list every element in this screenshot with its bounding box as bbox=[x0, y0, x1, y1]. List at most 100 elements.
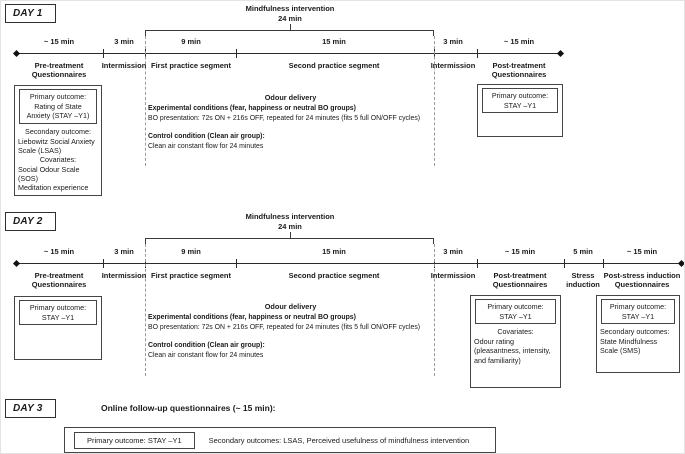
timeline-tick bbox=[603, 259, 605, 268]
day1-secondary-outcome-heading: Secondary outcome: bbox=[25, 127, 91, 137]
day1-seg-pretreatment: Pre-treatment Questionnaires bbox=[31, 61, 87, 80]
day2-odour-dashed-right bbox=[434, 244, 435, 376]
day2-time-first-practice: 9 min bbox=[181, 247, 201, 256]
day3-secondary-outcomes-text: Secondary outcomes: LSAS, Perceived usef… bbox=[208, 435, 470, 445]
day2-seg-first-practice: First practice segment bbox=[150, 271, 232, 280]
day1-bracket-stem bbox=[289, 24, 291, 30]
day2-odour-delivery-block: Odour delivery Experimental conditions (… bbox=[148, 302, 433, 361]
day2-posttreatment-outcomes-box: Primary outcome: STAY –Y1 Covariates: Od… bbox=[470, 295, 561, 388]
day2-poststress-primary-outcome-box: Primary outcome: STAY –Y1 bbox=[601, 299, 675, 325]
day1-label-box: DAY 1 bbox=[5, 4, 56, 23]
timeline-tick bbox=[477, 259, 479, 268]
day2-time-posttreatment: ~ 15 min bbox=[504, 247, 536, 256]
day2-covariates-text: Odour rating (pleasantness, intensity, a… bbox=[474, 336, 551, 365]
day2-odour-control-heading: Control condition (Clean air group): bbox=[148, 341, 265, 349]
timeline-tick bbox=[103, 259, 105, 268]
day2-start-marker-icon bbox=[12, 259, 21, 268]
day2-poststress-primary-outcome-text: Primary outcome: STAY –Y1 bbox=[609, 302, 667, 321]
day1-posttreatment-outcomes-box: Primary outcome: STAY –Y1 bbox=[477, 84, 563, 137]
day2-seg-posttreatment: Post-treatment Questionnaires bbox=[492, 271, 548, 290]
day2-label: DAY 2 bbox=[13, 216, 43, 227]
day2-poststress-outcomes-box: Primary outcome: STAY –Y1 Secondary outc… bbox=[596, 295, 680, 373]
day1-seg-posttreatment: Post-treatment Questionnaires bbox=[491, 61, 547, 80]
day1-mindfulness-title: Mindfulness intervention bbox=[245, 4, 335, 13]
day2-time-pretreatment: ~ 15 min bbox=[43, 247, 75, 256]
day2-time-intermission1: 3 min bbox=[114, 247, 134, 256]
timeline-tick bbox=[477, 49, 479, 58]
day3-outcomes-box: Primary outcome: STAY –Y1 Secondary outc… bbox=[64, 427, 496, 453]
day2-primary-outcome-box: Primary outcome: STAY –Y1 bbox=[19, 300, 97, 326]
day2-seg-pretreatment: Pre-treatment Questionnaires bbox=[31, 271, 87, 290]
day2-seg-second-practice: Second practice segment bbox=[288, 271, 380, 280]
day1-seg-intermission2: Intermission bbox=[430, 61, 476, 70]
day1-odour-control-text: Clean air constant flow for 24 minutes bbox=[148, 142, 264, 150]
day1-covariate-sos: Social Odour Scale (SOS) bbox=[18, 164, 80, 183]
day1-seg-intermission1: Intermission bbox=[101, 61, 147, 70]
day1-odour-dashed-left bbox=[145, 36, 146, 166]
day2-odour-dashed-left bbox=[145, 244, 146, 376]
day1-seg-first-practice: First practice segment bbox=[150, 61, 232, 70]
timeline-tick bbox=[236, 49, 238, 58]
timeline-tick bbox=[103, 49, 105, 58]
day2-bracket-stem bbox=[289, 232, 291, 238]
day2-seg-intermission1: Intermission bbox=[101, 271, 147, 280]
day2-bracket bbox=[145, 238, 434, 244]
day1-primary-outcome-text: Primary outcome: Rating of State Anxiety… bbox=[26, 92, 90, 121]
day1-seg-second-practice: Second practice segment bbox=[288, 61, 380, 70]
day1-covariate-meditation: Meditation experience bbox=[18, 183, 89, 193]
day1-odour-dashed-right bbox=[434, 36, 435, 166]
day1-odour-experimental-text: BO presentation: 72s ON + 216s OFF, repe… bbox=[148, 115, 421, 123]
day3-label-box: DAY 3 bbox=[5, 399, 56, 418]
day2-seg-stress: Stress induction bbox=[566, 271, 600, 290]
day2-timeline bbox=[16, 263, 682, 265]
day1-mindfulness-header: Mindfulness intervention 24 min bbox=[246, 4, 335, 24]
day1-post-primary-outcome-box: Primary outcome: STAY –Y1 bbox=[482, 88, 558, 114]
day1-time-intermission2: 3 min bbox=[443, 37, 463, 46]
day2-time-second-practice: 15 min bbox=[322, 247, 346, 256]
day2-odour-title: Odour delivery bbox=[264, 302, 317, 311]
day1-odour-experimental-heading: Experimental conditions (fear, happiness… bbox=[148, 105, 356, 113]
day2-covariates-heading: Covariates: bbox=[497, 327, 534, 337]
day2-time-stress: 5 min bbox=[573, 247, 593, 256]
day2-mindfulness-duration: 24 min bbox=[278, 222, 302, 232]
day2-label-box: DAY 2 bbox=[5, 212, 56, 231]
day1-odour-control-heading: Control condition (Clean air group): bbox=[148, 132, 265, 140]
day1-odour-title: Odour delivery bbox=[264, 93, 317, 102]
day2-seg-intermission2: Intermission bbox=[430, 271, 476, 280]
day3-primary-outcome-box: Primary outcome: STAY –Y1 bbox=[74, 431, 195, 449]
day1-pretreatment-outcomes-box: Primary outcome: Rating of State Anxiety… bbox=[14, 85, 102, 196]
day2-odour-experimental-text: BO presentation: 72s ON + 216s OFF, repe… bbox=[148, 324, 421, 332]
day1-timeline bbox=[16, 53, 561, 55]
day1-primary-outcome-box: Primary outcome: Rating of State Anxiety… bbox=[19, 89, 97, 125]
day2-odour-control-text: Clean air constant flow for 24 minutes bbox=[148, 351, 264, 359]
day2-post-primary-outcome-text: Primary outcome: STAY –Y1 bbox=[487, 302, 544, 321]
day1-label: DAY 1 bbox=[13, 8, 43, 19]
day1-covariates-heading: Covariates: bbox=[39, 155, 77, 165]
day1-time-intermission1: 3 min bbox=[114, 37, 134, 46]
day1-time-second-practice: 15 min bbox=[322, 37, 346, 46]
day1-time-posttreatment: ~ 15 min bbox=[503, 37, 535, 46]
day1-bracket bbox=[145, 30, 434, 36]
day2-poststress-secondary-text: Secondary outcomes: State Mindfulness Sc… bbox=[600, 327, 670, 356]
day2-seg-poststress: Post-stress induction Questionnaires bbox=[603, 271, 681, 290]
day3-label: DAY 3 bbox=[13, 403, 43, 414]
day3-heading: Online follow-up questionnaires (~ 15 mi… bbox=[101, 403, 276, 413]
day1-odour-delivery-block: Odour delivery Experimental conditions (… bbox=[148, 93, 433, 152]
day1-post-primary-outcome-text: Primary outcome: STAY –Y1 bbox=[491, 91, 549, 110]
day2-post-primary-outcome-box: Primary outcome: STAY –Y1 bbox=[475, 299, 556, 325]
day2-odour-experimental-heading: Experimental conditions (fear, happiness… bbox=[148, 314, 356, 322]
day1-time-pretreatment: ~ 15 min bbox=[43, 37, 75, 46]
day1-start-marker-icon bbox=[12, 49, 21, 58]
day2-time-intermission2: 3 min bbox=[443, 247, 463, 256]
day1-mindfulness-duration: 24 min bbox=[278, 14, 302, 24]
day1-secondary-outcome-text: Liebowitz Social Anxiety Scale (LSAS) bbox=[18, 136, 95, 155]
day1-end-marker-icon bbox=[556, 49, 565, 58]
day2-mindfulness-title: Mindfulness intervention bbox=[245, 212, 335, 221]
timeline-tick bbox=[236, 259, 238, 268]
timeline-tick bbox=[564, 259, 566, 268]
day2-pretreatment-outcomes-box: Primary outcome: STAY –Y1 bbox=[14, 296, 102, 360]
day2-mindfulness-header: Mindfulness intervention 24 min bbox=[246, 212, 335, 232]
day2-time-poststress: ~ 15 min bbox=[626, 247, 658, 256]
day2-end-marker-icon bbox=[677, 259, 684, 268]
